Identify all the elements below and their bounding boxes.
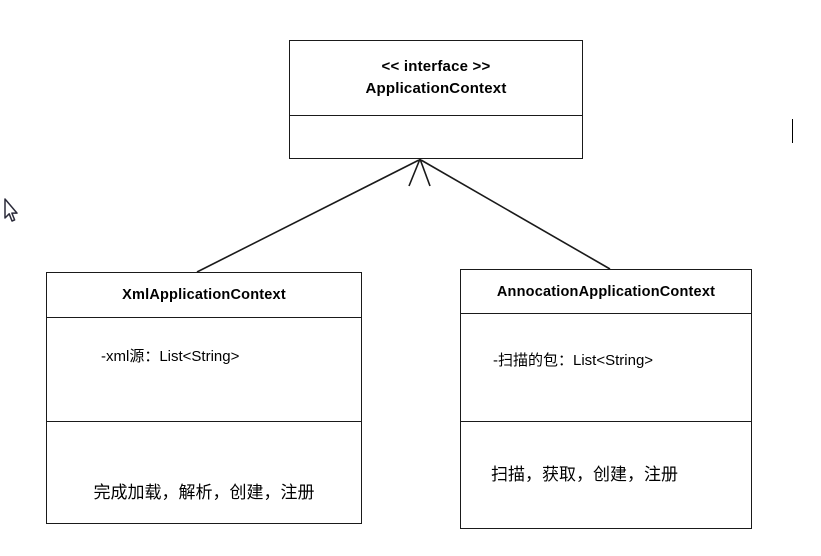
interface-stereotype-label: << interface >>: [381, 58, 491, 75]
anno-class-operations-compartment: 扫描，获取，创建，注册: [461, 422, 751, 530]
class-box-xmlapplicationcontext[interactable]: XmlApplicationContext -xml源：List<String>…: [46, 272, 362, 524]
anno-class-attributes-label: -扫描的包：List<String>: [493, 352, 654, 369]
class-box-annocationapplicationcontext[interactable]: AnnocationApplicationContext -扫描的包：List<…: [460, 269, 752, 529]
arrowhead-stroke-right: [419, 158, 431, 187]
xml-class-name-label: XmlApplicationContext: [122, 287, 286, 303]
interface-header-compartment: << interface >> ApplicationContext: [290, 41, 582, 115]
anno-divider-title-attributes: [461, 313, 751, 314]
anno-class-name-label: AnnocationApplicationContext: [496, 283, 716, 300]
xml-class-operations-label: 完成加载，解析，创建，注册: [93, 483, 315, 502]
interface-compartment-divider: [290, 115, 582, 116]
anno-class-title-compartment: AnnocationApplicationContext: [461, 270, 751, 313]
arrowhead-stroke-left: [408, 158, 421, 187]
anno-class-attributes-compartment: -扫描的包：List<String>: [461, 314, 751, 421]
anno-divider-attributes-operations: [461, 421, 751, 422]
mouse-cursor-icon: [4, 198, 18, 222]
interface-body-compartment: [290, 116, 582, 158]
xml-divider-title-attributes: [47, 317, 361, 318]
generalization-line-xml: [196, 159, 420, 273]
interface-box-applicationcontext[interactable]: << interface >> ApplicationContext: [289, 40, 583, 159]
xml-class-title-compartment: XmlApplicationContext: [47, 273, 361, 317]
anno-class-operations-label: 扫描，获取，创建，注册: [491, 464, 678, 484]
generalization-line-annocation: [420, 159, 611, 270]
xml-class-attributes-label: -xml源：List<String>: [101, 348, 240, 365]
xml-divider-attributes-operations: [47, 421, 361, 422]
xml-class-attributes-compartment: -xml源：List<String>: [47, 318, 361, 421]
xml-class-operations-compartment: 完成加载，解析，创建，注册: [47, 422, 361, 525]
text-caret: [792, 119, 793, 143]
interface-name-label: ApplicationContext: [365, 80, 507, 97]
